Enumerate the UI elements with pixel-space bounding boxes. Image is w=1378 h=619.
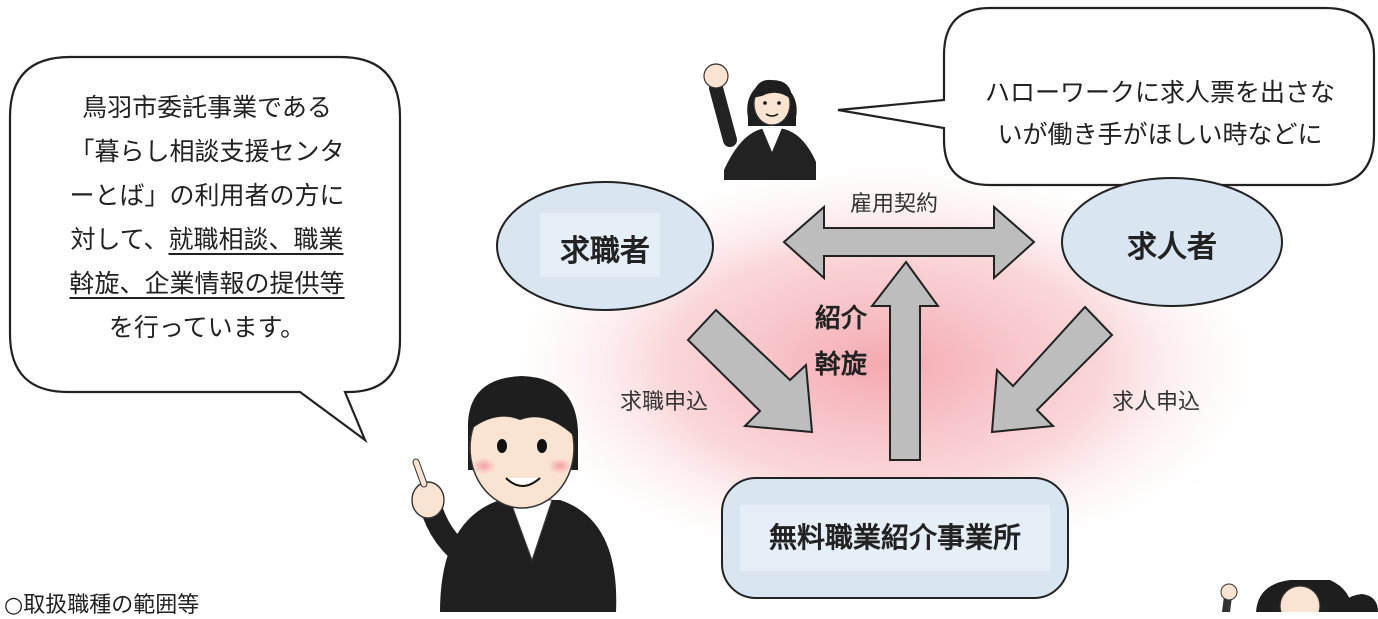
left-bubble-text: 鳥羽市委託事業である 「暮らし相談支援センタ ーとば」の利用者の方に 対して、就… <box>22 86 392 350</box>
right-speech-bubble <box>837 6 1376 187</box>
job-offer-application-label: 求人申込 <box>1112 390 1201 415</box>
job-application-arrow <box>686 308 814 434</box>
left-bubble-line-6: を行っています。 <box>108 313 306 342</box>
job-offer-arrow <box>990 305 1114 434</box>
left-bubble-line-1: 鳥羽市委託事業である <box>82 93 332 122</box>
left-bubble-line-4-underlined: 就職相談、職業 <box>168 225 344 254</box>
job-seeker-highlight <box>540 213 660 277</box>
right-bubble-text: ハローワークに求人票を出さな いが働き手がほしい時などに <box>950 72 1370 156</box>
introduction-label: 紹介 斡旋 <box>806 296 876 388</box>
employer-node <box>1061 177 1283 307</box>
introduction-label-line-2: 斡旋 <box>814 350 867 380</box>
job-application-label: 求職申込 <box>620 390 709 415</box>
left-bubble-line-2: 「暮らし相談支援センタ <box>69 137 345 166</box>
left-bubble-line-4-plain: 対して、 <box>70 225 169 254</box>
employer-label: 求人者 <box>1127 230 1217 265</box>
left-bubble-line-3: ーとば」の利用者の方に <box>69 181 345 210</box>
job-seeker-label: 求職者 <box>560 234 650 269</box>
employment-contract-arrow <box>782 204 1036 281</box>
bottom-right-people-illustration <box>1220 580 1378 612</box>
pointing-woman-illustration <box>411 376 617 612</box>
employment-contract-label: 雇用契約 <box>850 192 939 217</box>
agency-label: 無料職業紹介事業所 <box>768 521 1021 554</box>
raised-fist-woman-illustration <box>703 63 816 180</box>
left-bubble-line-4: 対して、就職相談、職業 <box>22 218 392 262</box>
introduction-label-line-1: 紹介 <box>814 304 867 334</box>
agency-highlight <box>740 505 1050 571</box>
right-bubble-line-1: ハローワークに求人票を出さな <box>984 78 1335 107</box>
section-heading-job-types: ○取扱職種の範囲等 <box>4 593 200 618</box>
left-speech-bubble <box>8 55 402 444</box>
introduction-arrow <box>869 260 940 461</box>
left-bubble-line-5: 斡旋、企業情報の提供等 <box>69 269 345 298</box>
right-bubble-line-2: いが働き手がほしい時などに <box>997 120 1323 149</box>
